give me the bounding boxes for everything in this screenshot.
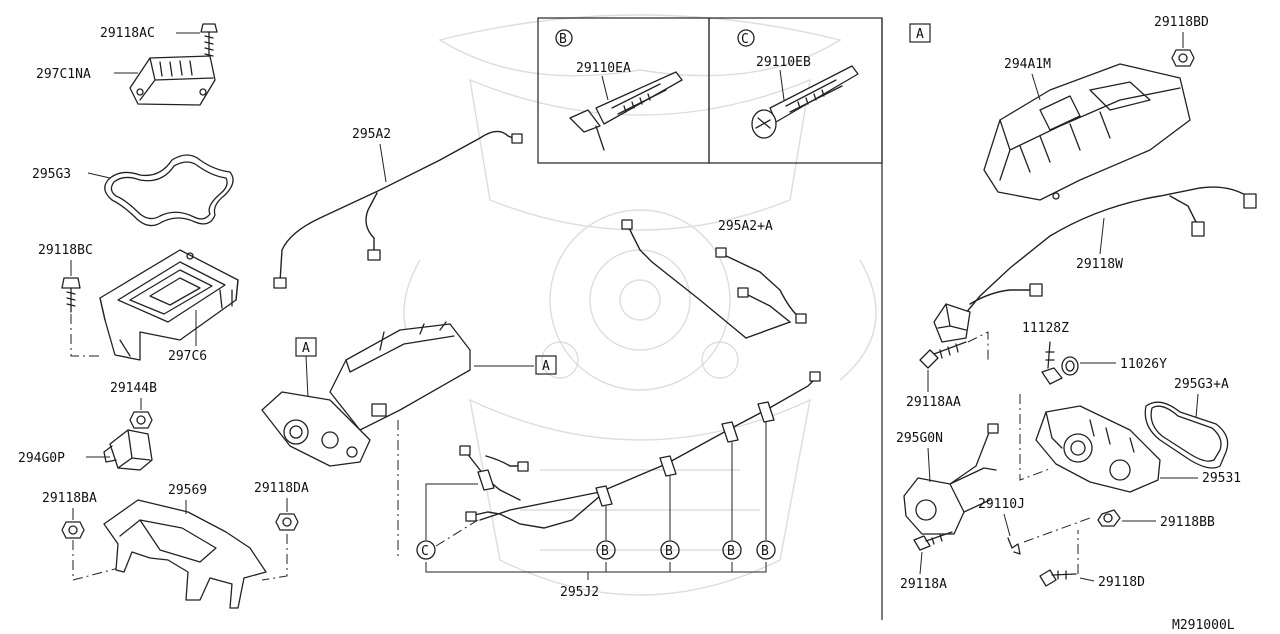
label-29118BD: 29118BD — [1154, 15, 1209, 30]
marker-b1: B — [601, 544, 609, 559]
label-29118BB: 29118BB — [1160, 515, 1215, 530]
nut-29118BD — [1171, 49, 1195, 67]
leader-29118A — [919, 551, 923, 575]
cable-tie-29110EA — [569, 71, 683, 151]
ref-a-top: A — [916, 27, 924, 42]
actuator-295G0N — [903, 423, 999, 535]
harness-29118W — [933, 186, 1257, 343]
label-294A1M: 294A1M — [1004, 57, 1051, 72]
washer-11026Y — [1061, 356, 1079, 376]
label-295A2A: 295A2+A — [718, 219, 773, 234]
label-295J2: 295J2 — [560, 585, 599, 600]
cable-tie-29110EB — [751, 65, 859, 139]
harness-295A2A — [621, 219, 807, 339]
label-29118BA: 29118BA — [42, 491, 97, 506]
ref-a-right: A — [542, 359, 550, 374]
label-297C6: 297C6 — [168, 349, 207, 364]
marker-c-circle-detail — [737, 29, 755, 47]
label-295A2: 295A2 — [352, 127, 391, 142]
bolt-29118AC — [200, 23, 218, 63]
detail-box-c — [708, 17, 883, 164]
nut-29118DA — [261, 513, 299, 581]
label-29110J: 29110J — [978, 497, 1025, 512]
label-29118AA: 29118AA — [906, 395, 961, 410]
marker-b3-circle — [722, 540, 742, 560]
marker-b2-circle — [660, 540, 680, 560]
sensor-294G0P — [103, 429, 153, 471]
label-29118W: 29118W — [1076, 257, 1123, 272]
leader-c-bottom — [425, 483, 478, 540]
label-11026Y: 11026Y — [1120, 357, 1167, 372]
label-29110EB: 29110EB — [756, 55, 811, 70]
marker-b-detail: B — [559, 32, 567, 47]
bracket-297C6 — [99, 249, 239, 361]
label-29110EA: 29110EA — [576, 61, 631, 76]
bracket-295J2 — [425, 562, 767, 580]
ref-a-left: A — [302, 341, 310, 356]
label-29144B: 29144B — [110, 381, 157, 396]
control-unit-294A1M — [983, 63, 1191, 201]
bolt-11128Z — [1041, 341, 1063, 385]
marker-c-circle-bottom — [416, 540, 436, 560]
nut-29118BB — [1097, 509, 1121, 527]
gasket-295G3 — [104, 154, 234, 227]
leader-29110EA — [601, 75, 609, 101]
leader-295A2 — [379, 143, 387, 183]
watermark-emblem — [403, 14, 877, 596]
label-11128Z: 11128Z — [1022, 321, 1069, 336]
diagram-code: M291000L — [1172, 618, 1235, 633]
leader-294A1M — [1031, 73, 1041, 101]
leader-29110J — [1003, 513, 1011, 537]
label-29118AC: 29118AC — [100, 26, 155, 41]
label-294G0P: 294G0P — [18, 451, 65, 466]
dashline-center-2 — [435, 519, 479, 547]
harness-295J2 — [459, 371, 821, 529]
label-29118A: 29118A — [900, 577, 947, 592]
bolt-29118BC — [61, 277, 100, 357]
leader-295G3A — [1195, 393, 1199, 419]
marker-b3: B — [727, 544, 735, 559]
nut-29118BA — [61, 521, 131, 581]
label-295G3A: 295G3+A — [1174, 377, 1229, 392]
dashline-right-1 — [1019, 394, 1053, 481]
marker-b4: B — [761, 544, 769, 559]
label-295G3: 295G3 — [32, 167, 71, 182]
label-29118BC: 29118BC — [38, 243, 93, 258]
leader-29118W — [1099, 217, 1105, 255]
harness-295A2 — [273, 130, 523, 289]
marker-b1-circle — [596, 540, 616, 560]
marker-b-circle-detail — [555, 29, 573, 47]
bolt-29118A — [913, 531, 953, 551]
housing-29531 — [1035, 405, 1161, 493]
bracket-29569 — [103, 499, 267, 609]
label-29118D: 29118D — [1098, 575, 1145, 590]
leader-295G3 — [87, 172, 111, 179]
leader-ref-a-left — [305, 355, 309, 399]
label-29531: 29531 — [1202, 471, 1241, 486]
marker-c-detail: C — [741, 32, 749, 47]
marker-b2: B — [665, 544, 673, 559]
marker-b4-circle — [756, 540, 776, 560]
label-29118DA: 29118DA — [254, 481, 309, 496]
label-295G0N: 295G0N — [896, 431, 943, 446]
bolt-29118AA — [919, 331, 989, 369]
label-29569: 29569 — [168, 483, 207, 498]
label-297C1NA: 297C1NA — [36, 67, 91, 82]
marker-c-bottom: C — [421, 544, 429, 559]
ref-a-box-top — [909, 23, 931, 43]
nut-29144B — [129, 411, 153, 429]
gasket-295G3A — [1144, 401, 1229, 469]
dashline-right-2 — [1023, 517, 1091, 543]
actuator-assembly-center — [261, 321, 471, 467]
leader-295G0N — [927, 447, 931, 483]
bolt-29118D — [1039, 530, 1079, 587]
leader-29118D — [1079, 577, 1095, 582]
leader-29110EB — [779, 69, 785, 101]
ref-a-box-right — [535, 355, 557, 375]
control-module-297C1NA — [129, 55, 216, 106]
clip-29110J — [1007, 537, 1021, 555]
